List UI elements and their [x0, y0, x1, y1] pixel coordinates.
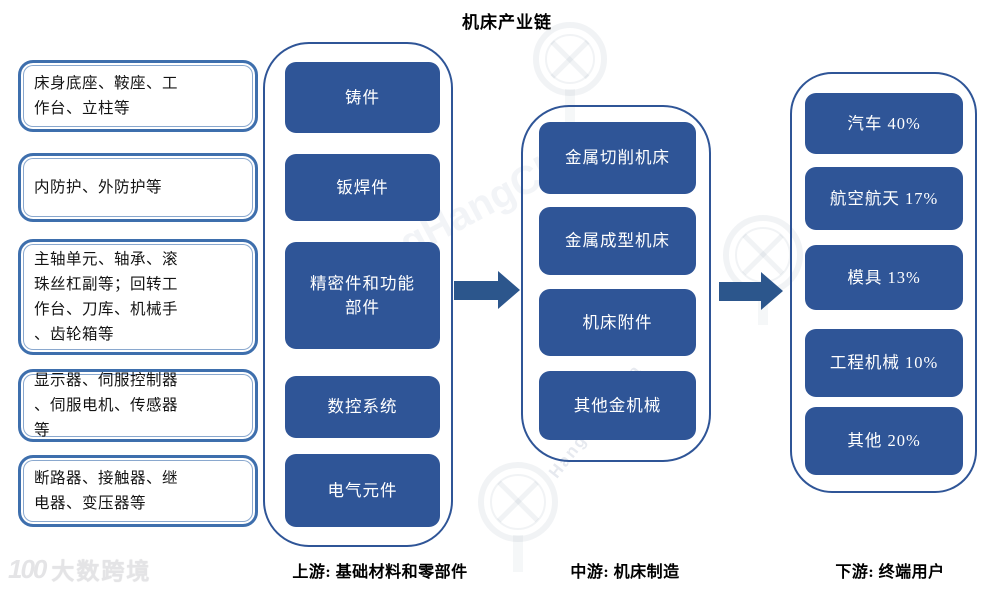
- upstream-label: 上游: 基础材料和零部件: [292, 564, 468, 581]
- upstream-detail-box: 断路器、接触器、继 电器、变压器等: [18, 455, 258, 527]
- midstream-box: 金属切削机床: [539, 122, 696, 194]
- watermark-magnifier-icon: [533, 22, 607, 123]
- upstream-container: [263, 42, 453, 547]
- upstream-detail-text: 断路器、接触器、继 电器、变压器等: [34, 470, 179, 512]
- upstream-detail-text: 主轴单元、轴承、滚 珠丝杠副等；回转工 作台、刀库、机械手 、齿轮箱等: [34, 251, 179, 343]
- downstream-box: 工程机械 10%: [805, 329, 963, 397]
- watermark-logo-text: 大数跨境: [51, 558, 152, 584]
- upstream-component-box: 精密件和功能 部件: [285, 242, 440, 349]
- midstream-container: [521, 105, 711, 462]
- downstream-box: 其他 20%: [805, 407, 963, 475]
- midstream-box: 机床附件: [539, 289, 696, 356]
- watermark-logo: 100 大数跨境: [8, 552, 151, 586]
- diagram-title: 机床产业链: [462, 13, 552, 32]
- upstream-detail-text: 床身底座、鞍座、工 作台、立柱等: [34, 75, 179, 117]
- downstream-container: [790, 72, 977, 493]
- upstream-detail-box: 主轴单元、轴承、滚 珠丝杠副等；回转工 作台、刀库、机械手 、齿轮箱等: [18, 239, 258, 355]
- right-arrow-icon: [454, 271, 520, 309]
- midstream-label: 中游: 机床制造: [570, 564, 680, 581]
- downstream-box: 模具 13%: [805, 245, 963, 310]
- upstream-detail-box: 床身底座、鞍座、工 作台、立柱等: [18, 60, 258, 132]
- upstream-component-box: 钣焊件: [285, 154, 440, 221]
- upstream-detail-text: 内防护、外防护等: [34, 179, 163, 196]
- upstream-component-box: 数控系统: [285, 376, 440, 438]
- watermark-logo-mark-icon: 100: [8, 553, 47, 584]
- right-arrow-icon: [719, 272, 783, 310]
- downstream-box: 汽车 40%: [805, 93, 963, 154]
- midstream-box: 其他金机械: [539, 371, 696, 440]
- midstream-box: 金属成型机床: [539, 207, 696, 275]
- upstream-component-box: 铸件: [285, 62, 440, 133]
- downstream-label: 下游: 终端用户: [835, 564, 945, 581]
- upstream-component-box: 电气元件: [285, 454, 440, 527]
- watermark-magnifier-icon: [478, 462, 558, 573]
- upstream-detail-box: 内防护、外防护等: [18, 153, 258, 222]
- upstream-detail-box: 显示器、伺服控制器 、伺服电机、传感器 等: [18, 369, 258, 442]
- upstream-detail-text: 显示器、伺服控制器 、伺服电机、传感器 等: [34, 372, 179, 439]
- downstream-box: 航空航天 17%: [805, 167, 963, 230]
